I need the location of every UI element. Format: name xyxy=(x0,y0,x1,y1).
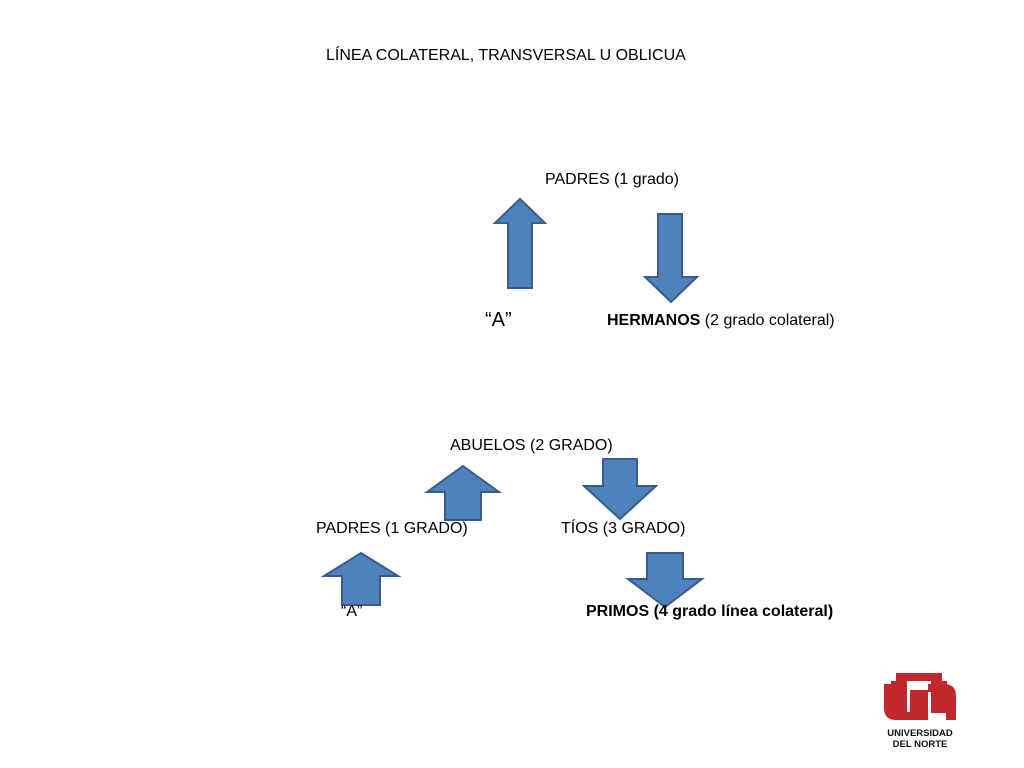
up-arrow-icon xyxy=(320,551,402,606)
logo-text-line2: DEL NORTE xyxy=(893,739,948,750)
page-title: LÍNEA COLATERAL, TRANSVERSAL U OBLICUA xyxy=(326,47,686,64)
up-arrow-icon xyxy=(492,197,548,289)
down-arrow-icon xyxy=(625,552,705,609)
diagram2-padres-label: PADRES (1 GRADO) xyxy=(316,520,468,537)
un-mark-icon xyxy=(884,673,956,720)
diagram2-abuelos-label: ABUELOS (2 GRADO) xyxy=(450,437,613,454)
hermanos-bold-text: HERMANOS xyxy=(607,312,701,329)
diagram1-ego-label: “A” xyxy=(485,309,512,331)
diagram2-ego-label: “A” xyxy=(341,603,363,620)
diagram2-tios-label: TÍOS (3 GRADO) xyxy=(561,520,686,537)
down-arrow-icon xyxy=(581,458,659,521)
down-arrow-icon xyxy=(642,213,700,304)
hermanos-rest-text: (2 grado colateral) xyxy=(700,312,835,329)
diagram1-hermanos-label: HERMANOS (2 grado colateral) xyxy=(607,312,835,330)
diagram2-primos-label: PRIMOS (4 grado línea colateral) xyxy=(586,603,834,620)
diagram1-padres-label: PADRES (1 grado) xyxy=(545,171,679,188)
up-arrow-icon xyxy=(423,464,503,521)
universidad-del-norte-logo: UNIVERSIDAD DEL NORTE xyxy=(880,672,960,752)
logo-text-line1: UNIVERSIDAD xyxy=(887,728,953,739)
